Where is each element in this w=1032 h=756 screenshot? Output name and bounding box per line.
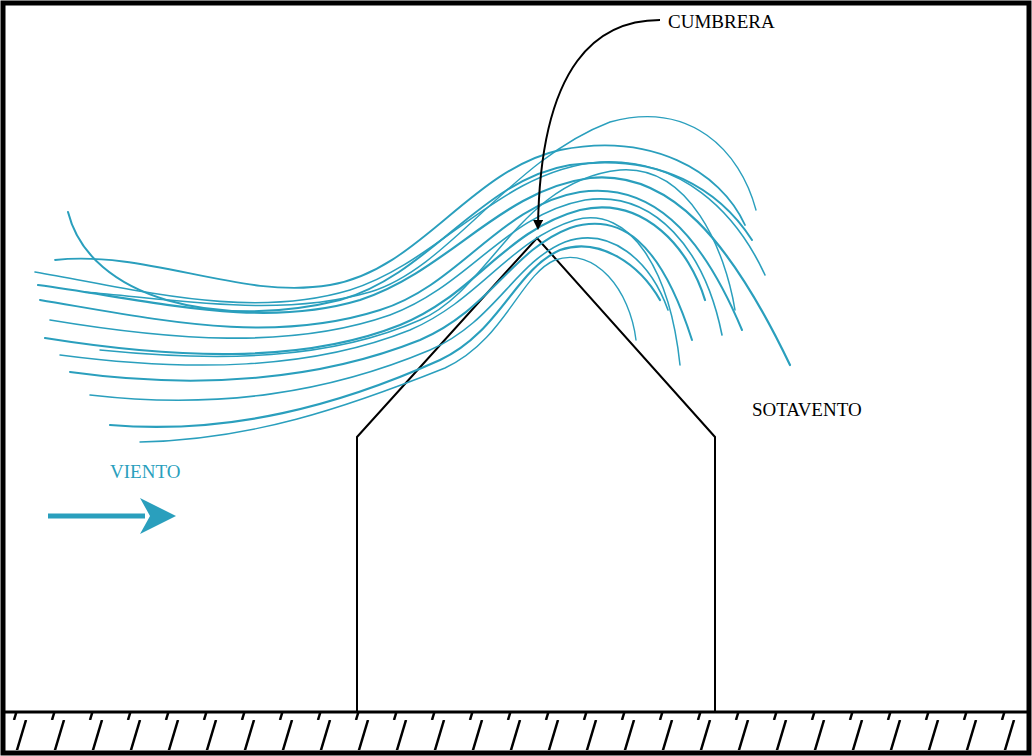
ridge-label: CUMBRERA bbox=[668, 12, 775, 31]
house-outline bbox=[357, 238, 715, 712]
wind-label: VIENTO bbox=[110, 462, 180, 481]
frame bbox=[3, 3, 1029, 753]
leader-arrow bbox=[538, 20, 660, 228]
wind-streamlines bbox=[35, 117, 790, 442]
wind-arrow bbox=[48, 498, 176, 534]
leeward-label: SOTAVENTO bbox=[752, 400, 862, 419]
ground-hatch bbox=[5, 712, 1027, 750]
ground-line bbox=[5, 711, 1027, 714]
